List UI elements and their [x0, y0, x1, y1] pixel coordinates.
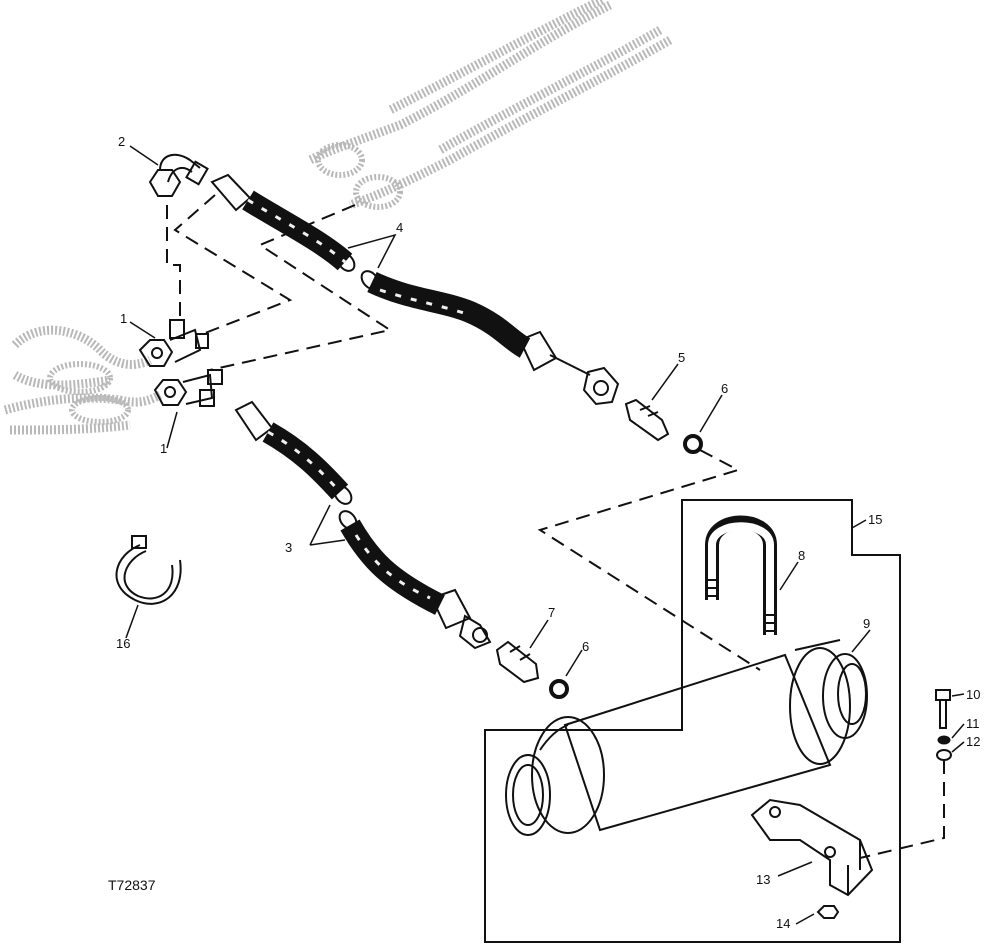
tee-fitting-lower — [153, 369, 223, 407]
ghost-hoses — [3, 0, 673, 435]
callout-4: 4 — [396, 220, 403, 235]
cylinder-muffler — [505, 639, 868, 836]
adapter-7 — [495, 640, 540, 684]
callout-11: 11 — [966, 716, 980, 731]
adapter-5 — [624, 398, 670, 442]
callout-9: 9 — [863, 616, 870, 631]
leader-lines — [125, 145, 965, 925]
callout-6-lower: 6 — [582, 639, 589, 654]
tee-fitting-upper — [138, 319, 209, 367]
callout-10: 10 — [966, 687, 980, 702]
o-ring-lower — [549, 679, 569, 699]
callout-5: 5 — [678, 350, 685, 365]
mounting-bracket — [750, 798, 874, 897]
elbow-fitting — [148, 153, 209, 197]
callout-15: 15 — [868, 512, 882, 527]
u-bolt — [705, 515, 777, 635]
assembly-group-15-outline — [484, 499, 901, 943]
figure-id-label: T72837 — [108, 877, 156, 893]
callout-14: 14 — [776, 916, 790, 931]
callout-8: 8 — [798, 548, 805, 563]
hose-clamp — [115, 535, 182, 605]
callout-1-upper: 1 — [120, 311, 127, 326]
callout-12: 12 — [966, 734, 980, 749]
hose-3-lower — [234, 400, 492, 650]
callout-16: 16 — [116, 636, 130, 651]
lock-washer — [937, 735, 951, 745]
hose-4-upper — [210, 173, 620, 406]
callout-2: 2 — [118, 134, 125, 149]
bolt — [935, 689, 951, 729]
callout-1-lower: 1 — [160, 441, 167, 456]
callout-3: 3 — [285, 540, 292, 555]
callout-labels: 1 1 2 3 4 5 6 6 7 8 9 10 11 12 13 14 15 … — [116, 134, 980, 931]
o-ring-upper — [683, 434, 703, 454]
callout-13: 13 — [756, 872, 770, 887]
flat-washer — [936, 749, 952, 761]
callout-7: 7 — [548, 605, 555, 620]
nut — [816, 905, 840, 919]
callout-6-upper: 6 — [721, 381, 728, 396]
